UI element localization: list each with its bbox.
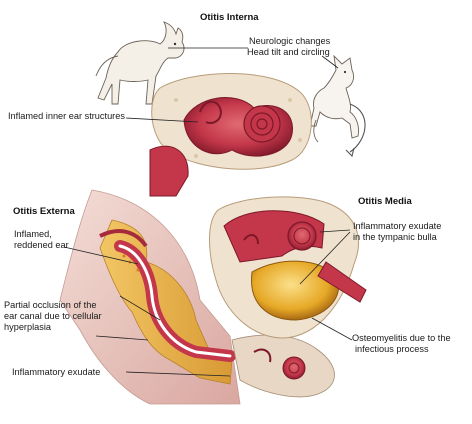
dog-illustration (95, 21, 185, 105)
title-otitis-externa: Otitis Externa (13, 206, 75, 217)
title-otitis-interna: Otitis Interna (200, 12, 259, 23)
label-partial-occlusion: Partial occlusion of the (4, 300, 97, 310)
label-bulla-exudate: Inflammatory exudate (353, 221, 442, 231)
middle-ear-illustration (209, 196, 367, 339)
cat-illustration (309, 54, 359, 143)
label-ear-canal: ear canal due to cellular (4, 311, 102, 321)
label-osteomyelitis: Osteomyelitis due to the (352, 333, 451, 343)
label-inner-ear: Inflamed inner ear structures (8, 111, 125, 121)
label-reddened-ear: reddened ear (14, 240, 69, 250)
label-hyperplasia: hyperplasia (4, 322, 51, 332)
label-head-tilt: Head tilt and circling (247, 47, 330, 57)
label-neurologic-changes: Neurologic changes (249, 36, 331, 46)
label-inflamed: Inflamed, (14, 229, 52, 239)
circling-arrow (349, 103, 366, 153)
title-otitis-media: Otitis Media (358, 196, 412, 207)
label-tympanic-bulla: in the tympanic bulla (353, 232, 437, 242)
label-inflammatory-exudate: Inflammatory exudate (12, 367, 101, 377)
leader-lines (63, 47, 353, 377)
ear-canal-illustration (59, 189, 335, 405)
inner-ear-illustration (149, 73, 312, 197)
label-infectious-process: infectious process (355, 344, 429, 354)
